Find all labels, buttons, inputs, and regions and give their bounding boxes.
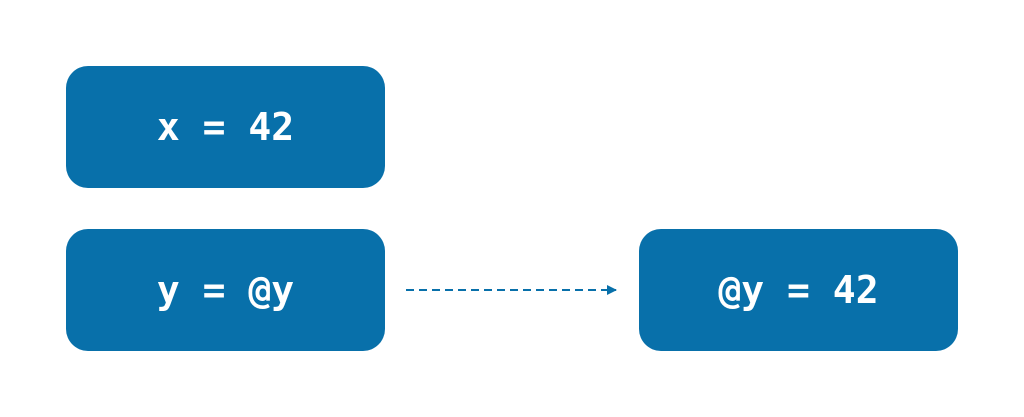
box-x-assignment: x = 42	[66, 66, 385, 188]
box-ref-label: @y = 42	[718, 268, 879, 312]
box-x-label: x = 42	[156, 105, 295, 149]
box-ref-target: @y = 42	[639, 229, 958, 351]
box-y-label: y = @y	[156, 268, 295, 312]
box-y-reference: y = @y	[66, 229, 385, 351]
